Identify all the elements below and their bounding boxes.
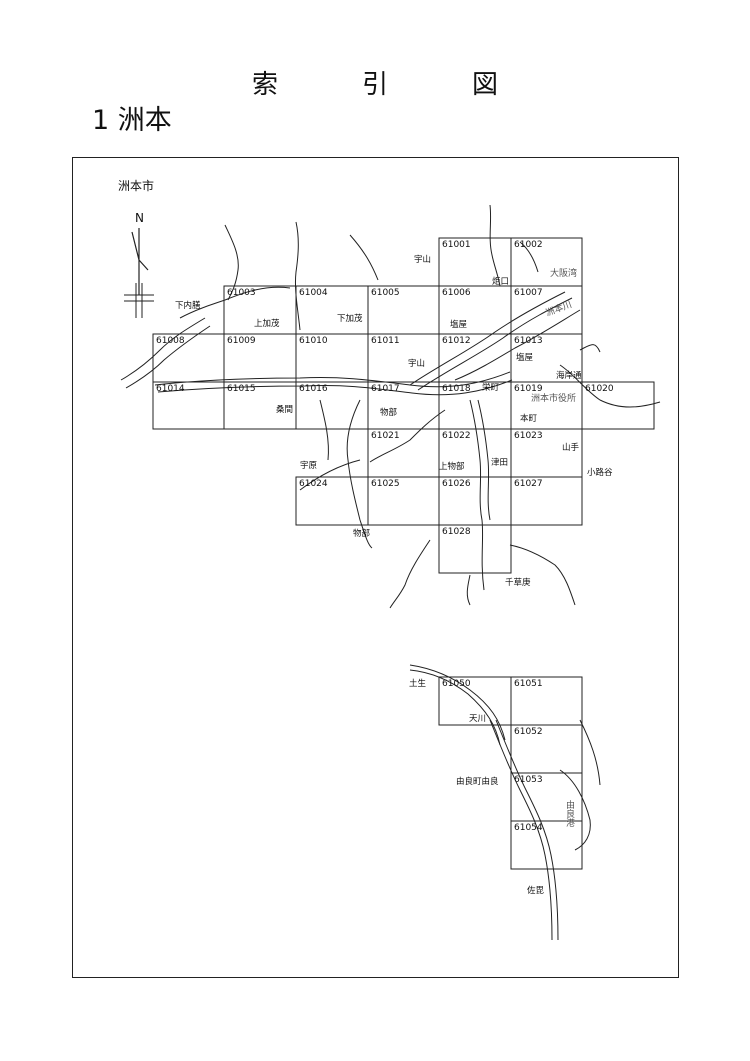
tile-label: 61007 (514, 288, 543, 298)
tile-label: 61053 (514, 775, 543, 785)
area-subtitle: 1 洲本 (92, 105, 172, 136)
tile-labels: 61001 61002 61003 61004 61005 61006 6100… (156, 240, 614, 833)
tile-label: 61002 (514, 240, 543, 250)
title-char: 図 (472, 70, 499, 100)
place-label: 大阪湾 (550, 267, 577, 279)
place-label: 塩屋 (516, 352, 534, 363)
place-label: 桑間 (276, 404, 293, 415)
title-char: 索 (251, 70, 278, 100)
tile-label: 61001 (442, 240, 471, 250)
place-label: 洲本市役所 (531, 392, 576, 404)
tile-label: 61023 (514, 431, 543, 441)
place-label: 栄町 (482, 382, 500, 393)
tile-label: 61024 (299, 479, 328, 489)
tile-label: 61014 (156, 384, 185, 394)
place-label: 宇山 (408, 358, 425, 369)
place-label: 下内膳 (175, 300, 201, 311)
place-label: 佐毘 (527, 885, 545, 896)
place-label: 本町 (520, 413, 538, 424)
road-network (120, 204, 661, 941)
place-label: 土生 (409, 678, 427, 689)
tile-label: 61013 (514, 336, 543, 346)
tile-label: 61016 (299, 384, 328, 394)
tile-label: 61008 (156, 336, 185, 346)
tile-label: 61003 (227, 288, 256, 298)
tile-label: 61012 (442, 336, 471, 346)
place-label: 宇原 (300, 460, 317, 471)
tile-label: 61051 (514, 679, 543, 689)
tile-label: 61052 (514, 727, 543, 737)
place-label: 海岸通 (556, 370, 582, 381)
north-arrow-icon: N (124, 211, 154, 318)
tile-label: 61021 (371, 431, 400, 441)
place-label: 下加茂 (337, 313, 363, 324)
place-label: 津田 (491, 457, 508, 468)
place-label: 千草庚 (505, 577, 531, 588)
place-label: 物部 (353, 528, 371, 539)
tile-label: 61022 (442, 431, 471, 441)
tile-label: 61009 (227, 336, 256, 346)
tile-label: 61011 (371, 336, 400, 346)
place-label: 山手 (562, 442, 580, 453)
tile-label: 61019 (514, 384, 543, 394)
north-label: N (135, 211, 144, 225)
place-label: 洲本川 (544, 298, 573, 319)
place-label: 天川 (469, 714, 486, 724)
place-label: 塩屋 (450, 319, 468, 330)
tile-label: 61017 (371, 384, 400, 394)
tile-label: 61004 (299, 288, 328, 298)
tile-label: 61006 (442, 288, 471, 298)
place-labels: 宇山 炬口 大阪湾 下内膳 上加茂 下加茂 塩屋 洲本川 宇山 塩屋 海岸通 栄… (175, 254, 613, 896)
place-label: 上物部 (439, 461, 465, 472)
city-label: 洲本市 (118, 178, 154, 193)
place-label: 宇山 (414, 254, 431, 265)
tile-label: 61027 (514, 479, 543, 489)
tile-label: 61050 (442, 679, 471, 689)
tile-label: 61026 (442, 479, 471, 489)
tile-label: 61054 (514, 823, 543, 833)
tile-label: 61025 (371, 479, 400, 489)
tile-label: 61028 (442, 527, 471, 537)
place-label: 由良港 (564, 799, 575, 827)
tile-label: 61020 (585, 384, 614, 394)
tile-label: 61005 (371, 288, 400, 298)
tile-label: 61015 (227, 384, 256, 394)
tile-grid (152, 237, 655, 870)
place-label: 由良町由良 (456, 776, 499, 787)
title-char: 引 (361, 70, 388, 100)
page-title: 索引図 (0, 64, 750, 101)
place-label: 小路谷 (587, 467, 613, 478)
place-label: 物部 (380, 407, 398, 418)
map-frame (72, 157, 679, 978)
tile-label: 61010 (299, 336, 328, 346)
place-label: 上加茂 (254, 318, 280, 329)
place-label: 炬口 (492, 276, 509, 287)
tile-label: 61018 (442, 384, 471, 394)
